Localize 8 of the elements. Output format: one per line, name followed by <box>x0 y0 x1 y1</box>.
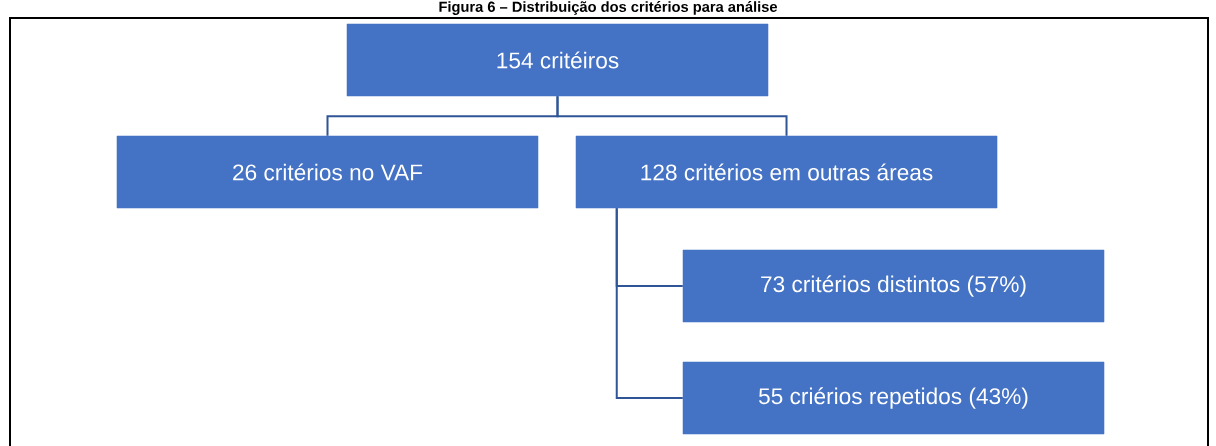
category-box: 128 critérios em outras áreas <box>575 135 998 209</box>
figure-title: Figura 6 – Distribuição dos critérios para análise <box>439 1 778 15</box>
category-box: 55 criérios repetidos (43%) <box>682 361 1105 435</box>
connector-line <box>615 207 684 399</box>
category-box: 26 critérios no VAF <box>116 135 539 209</box>
connector-line <box>556 95 788 137</box>
category-box: 73 critérios distintos (57%) <box>682 249 1105 323</box>
category-box: 154 critéiros <box>346 23 769 97</box>
